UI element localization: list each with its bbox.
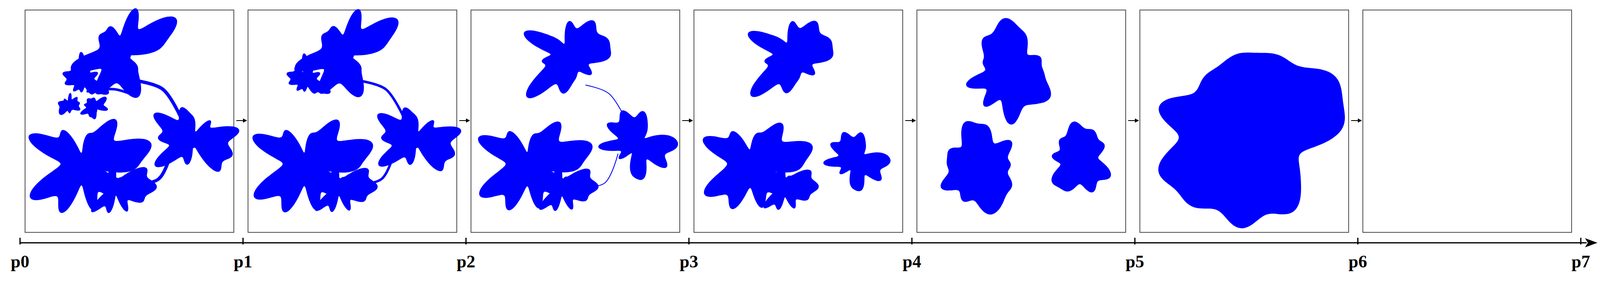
blue-region	[1051, 121, 1112, 193]
axis-tick	[1580, 237, 1582, 245]
stage-panel	[916, 10, 1126, 233]
thin-bridge	[352, 149, 395, 186]
blue-region	[58, 93, 81, 116]
time-label: p0	[10, 253, 30, 271]
panel-frame	[916, 10, 1126, 233]
blue-region	[153, 107, 240, 173]
axis-tick	[1134, 237, 1136, 245]
time-label: p4	[902, 253, 922, 271]
step-arrowhead	[1357, 118, 1363, 123]
time-label: p7	[1571, 253, 1590, 271]
blue-region	[523, 20, 611, 99]
step-arrowhead	[688, 118, 694, 123]
blue-region	[598, 110, 679, 180]
panel-frame	[1362, 10, 1572, 233]
time-label: p5	[1125, 253, 1145, 271]
stage-panel	[1362, 10, 1572, 233]
thin-bridge	[129, 149, 173, 186]
blue-region	[966, 17, 1051, 125]
stage-panel	[470, 10, 680, 233]
axis-tick	[242, 237, 244, 245]
step-arrowhead	[1134, 118, 1140, 123]
blue-region	[80, 96, 108, 120]
thin-bridge	[585, 85, 627, 121]
thin-bridge	[577, 154, 618, 188]
time-label: p1	[233, 253, 253, 271]
thin-bridge	[137, 81, 181, 117]
panel-frame	[693, 10, 903, 233]
stage-panel	[693, 10, 903, 233]
axis-tick	[688, 237, 690, 245]
stage-panel	[25, 8, 240, 233]
step-arrowhead	[465, 118, 471, 123]
time-axis	[20, 242, 1587, 244]
panel-frame	[1139, 10, 1349, 233]
axis-tick	[465, 237, 467, 245]
thin-bridge	[87, 89, 135, 96]
axis-tick	[911, 237, 913, 245]
step-arrowhead	[243, 118, 248, 123]
panel-frame	[470, 10, 680, 233]
axis-arrowhead	[1584, 238, 1598, 248]
time-label: p6	[1348, 253, 1368, 271]
blue-region	[286, 53, 331, 94]
thin-bridge	[360, 81, 404, 117]
time-label: p3	[679, 253, 699, 271]
axis-tick	[19, 237, 21, 245]
blue-region	[1158, 52, 1345, 229]
blue-region	[377, 107, 461, 172]
stage-panel	[248, 9, 462, 233]
stage-panel	[1139, 10, 1349, 233]
step-arrowhead	[911, 118, 917, 123]
time-label: p2	[456, 253, 476, 271]
blue-region	[823, 131, 891, 192]
blue-region	[747, 20, 834, 98]
blue-region	[516, 157, 599, 212]
blue-region	[940, 121, 1013, 215]
blue-region	[743, 159, 819, 211]
axis-tick	[1357, 237, 1359, 245]
